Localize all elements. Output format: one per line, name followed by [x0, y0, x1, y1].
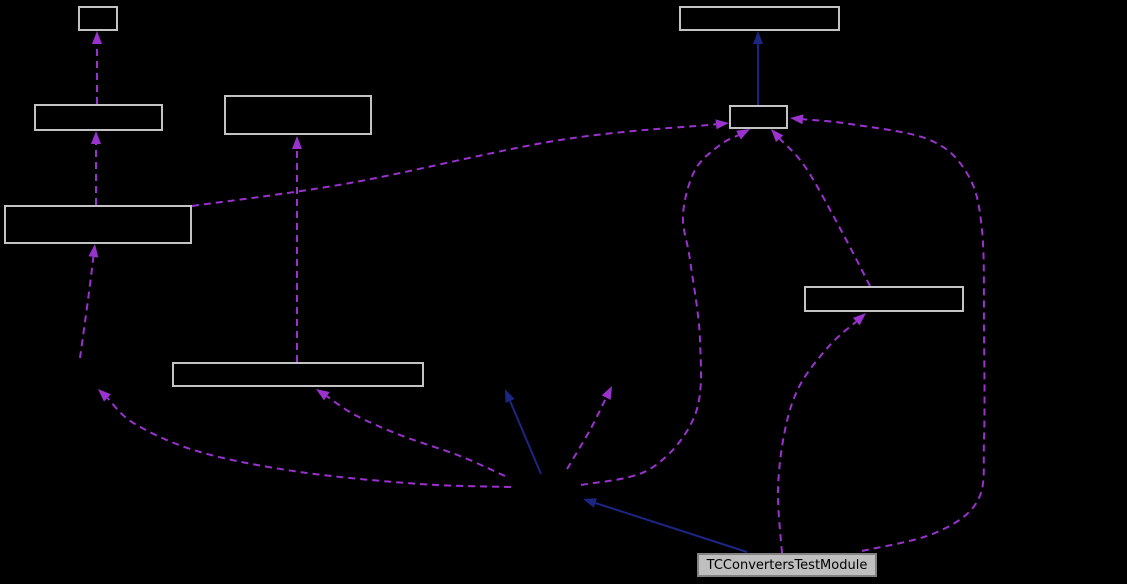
arrowhead	[292, 136, 302, 149]
edge-usage-class-box-8-to-class-box-7	[778, 137, 871, 287]
edge-usage-hidden-left-node-to-class-box-4	[79, 256, 95, 359]
class-box-4[interactable]	[4, 205, 192, 244]
hidden-left-node	[18, 362, 98, 406]
edge-usage-hidden-center-node-to-class-box-7	[580, 134, 739, 486]
class-box-3[interactable]	[224, 95, 372, 135]
hidden-right-node	[575, 345, 665, 385]
class-box-8[interactable]	[804, 286, 964, 312]
edge-usage-tcconverterstestmodule-node-to-class-box-8	[776, 320, 857, 554]
arrowhead	[91, 131, 101, 144]
edge-usage-hidden-center-node-to-class-box-5	[326, 395, 506, 477]
edge-inheritance-tcconverterstestmodule-node-to-hidden-center-node	[595, 502, 748, 553]
arrowhead	[790, 114, 804, 125]
arrowhead	[753, 31, 763, 44]
class-box-7[interactable]	[729, 105, 788, 129]
arrowhead	[88, 244, 99, 258]
tcconverterstestmodule-node[interactable]: TCConvertersTestModule	[697, 553, 877, 577]
edge-inheritance-hidden-center-node-to-hidden-mid-node	[509, 400, 542, 475]
node-label: TCConvertersTestModule	[706, 557, 868, 573]
edge-usage-tcconverterstestmodule-node-to-class-box-7	[802, 118, 986, 552]
class-box-2[interactable]	[34, 104, 163, 131]
arrowhead	[505, 389, 515, 403]
class-box-1[interactable]	[78, 6, 118, 31]
arrowhead	[852, 313, 866, 326]
hidden-mid-node	[455, 348, 550, 388]
arrowhead	[715, 119, 729, 130]
arrowhead	[316, 389, 330, 401]
arrowhead	[736, 129, 750, 140]
hidden-center-node	[511, 470, 583, 500]
arrowhead	[98, 389, 111, 402]
arrowhead	[583, 498, 597, 508]
arrowhead	[601, 386, 612, 400]
edge-usage-class-box-4-to-class-box-7	[191, 123, 717, 207]
edge-usage-hidden-center-node-to-hidden-right-node	[566, 397, 608, 470]
arrowhead	[92, 31, 102, 44]
arrowhead	[771, 129, 784, 143]
edge-usage-hidden-center-node-to-hidden-left-node	[106, 397, 512, 488]
class-box-6[interactable]	[679, 6, 840, 31]
class-box-5[interactable]	[172, 362, 424, 387]
